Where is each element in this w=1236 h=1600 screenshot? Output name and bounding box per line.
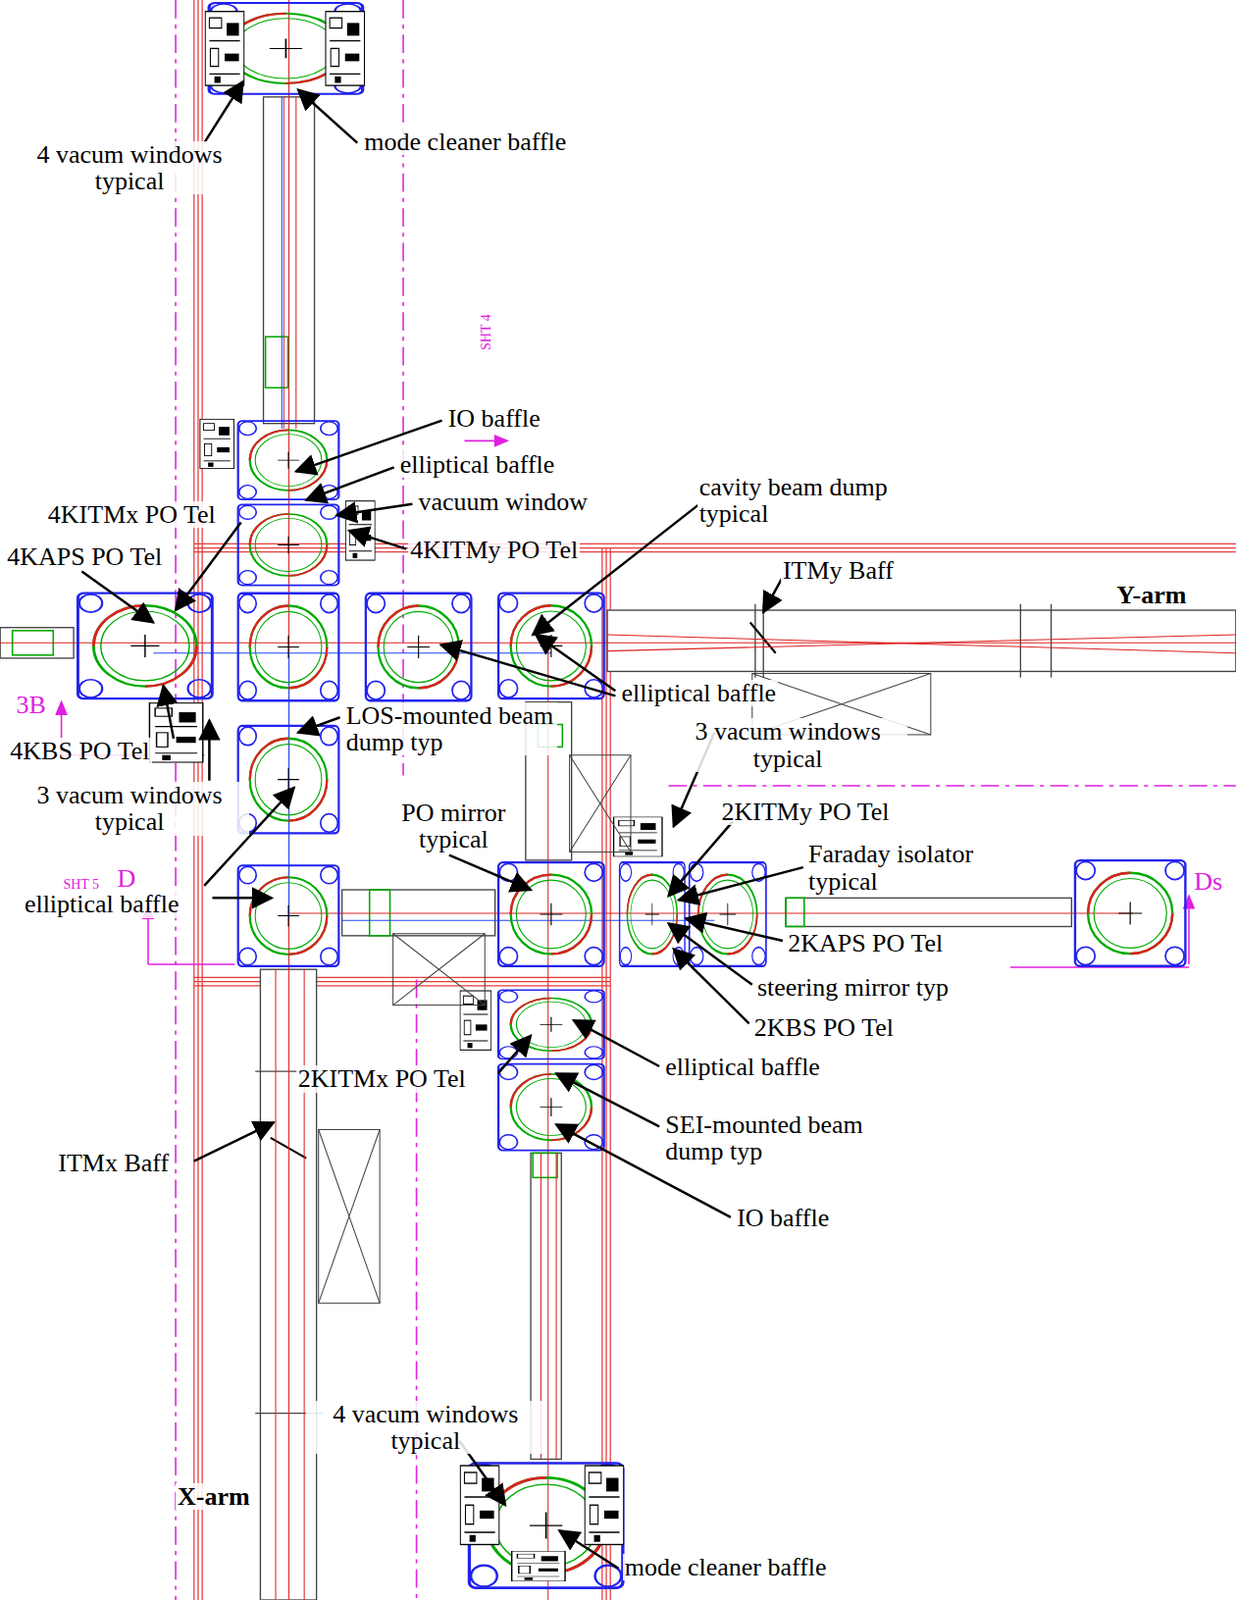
callout-label: 2KITMx PO Tel: [296, 1065, 468, 1092]
callout-label: mode cleaner baffle: [361, 128, 568, 155]
callout-label: Faraday isolator typical: [806, 840, 1030, 895]
callout-label: elliptical baffle: [398, 451, 558, 478]
callout-label: 2KITMy PO Tel: [720, 798, 892, 825]
callout-label: 2KAPS PO Tel: [785, 929, 945, 957]
callout-label: mode cleaner baffle: [622, 1553, 829, 1581]
callout-label: SEI-mounted beam dump typ: [663, 1111, 876, 1166]
callout-label: 4KITMx PO Tel: [46, 501, 218, 528]
callout-label: vacuum window: [416, 488, 591, 515]
callout-label: ITMx Baff: [55, 1149, 171, 1177]
callout-label: 4 vacum windows typical: [9, 141, 249, 196]
callout-label: steering mirror typ: [755, 974, 951, 1001]
callout-label: SHT 5: [60, 877, 102, 893]
callout-label: 3B: [14, 691, 49, 719]
callout-label: 4KBS PO Tel: [7, 737, 152, 765]
callout-label: IO baffle: [446, 405, 543, 432]
callout-label: elliptical baffle: [663, 1053, 823, 1081]
callout-label: X-arm: [175, 1483, 253, 1510]
callout-label: 4KITMy PO Tel: [408, 536, 580, 564]
callout-label: elliptical baffle: [619, 679, 779, 707]
callout-label: cavity beam dump typical: [697, 473, 936, 528]
callout-label: Ds: [1191, 868, 1225, 895]
callout-label: D: [115, 865, 139, 892]
callout-label: LOS-mounted beam dump typ: [344, 702, 558, 757]
callout-label: ITMy Baff: [780, 557, 896, 584]
callout-label: elliptical baffle: [22, 890, 182, 918]
callout-label: 4 vacum windows typical: [306, 1400, 545, 1455]
callout-label: IO baffle: [734, 1204, 831, 1232]
callout-label: PO mirror typical: [382, 799, 524, 854]
callout-label: 4KAPS PO Tel: [4, 543, 164, 570]
callout-label: 3 vacum windows typical: [669, 718, 908, 773]
callout-label: Y-arm: [1114, 581, 1188, 609]
callout-label: SHT 4: [479, 311, 495, 353]
callout-label: 3 vacum windows typical: [9, 781, 249, 836]
callout-label: 2KBS PO Tel: [752, 1014, 896, 1041]
